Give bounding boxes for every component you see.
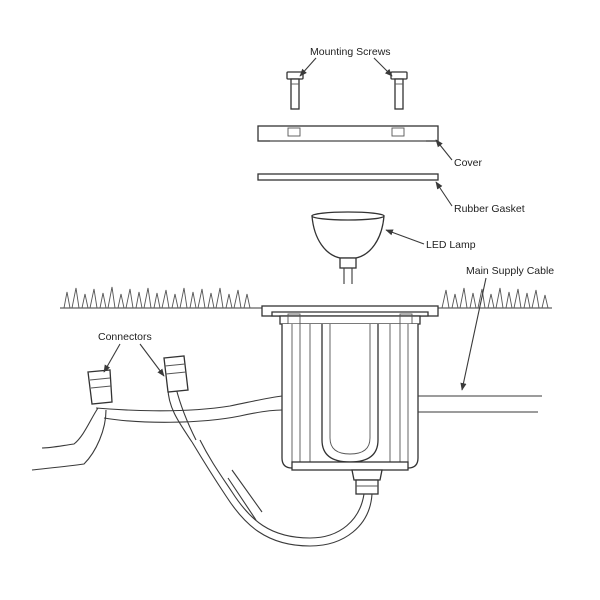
label-led-lamp: LED Lamp bbox=[426, 239, 476, 251]
label-mounting-screws: Mounting Screws bbox=[310, 46, 391, 58]
leader-lines bbox=[103, 57, 487, 391]
supply-cables bbox=[31, 387, 542, 547]
cover-plate bbox=[257, 125, 439, 142]
grass-right bbox=[441, 287, 549, 309]
label-main-supply-cable: Main Supply Cable bbox=[466, 265, 554, 277]
grass-left bbox=[63, 286, 251, 309]
label-rubber-gasket: Rubber Gasket bbox=[454, 203, 525, 215]
connector-left bbox=[87, 369, 113, 405]
mounting-screw-left bbox=[286, 71, 304, 110]
mounting-screw-right bbox=[390, 71, 408, 110]
label-connectors: Connectors bbox=[98, 331, 152, 343]
connector-right bbox=[163, 355, 189, 393]
led-lamp bbox=[311, 211, 385, 284]
ground-housing bbox=[261, 305, 439, 471]
cable-gland bbox=[351, 469, 383, 495]
rubber-gasket bbox=[257, 173, 439, 181]
label-cover: Cover bbox=[454, 157, 483, 169]
